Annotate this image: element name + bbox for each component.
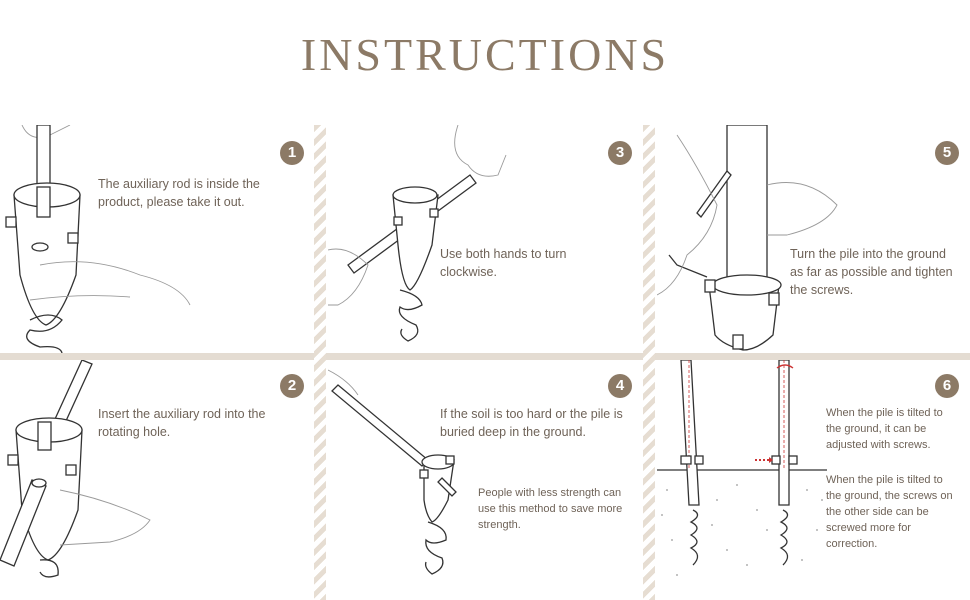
horizontal-divider [0,353,970,360]
step-4-panel: 4 If the soil is too hard or the pile is… [328,360,638,588]
vertical-divider [314,125,326,600]
step-3-badge: 3 [608,141,632,165]
step-3-text: Use both hands to turn clockwise. [440,247,567,279]
step-1-text: The auxiliary rod is inside the product,… [98,177,260,209]
step-3-panel: 3 Use both hands to turn clockwise. [328,125,638,353]
step-1-panel: 1 The auxiliary rod is inside the produc… [0,125,310,353]
step-5-illustration [657,125,838,351]
step-2-illustration [0,360,151,578]
step-5-panel: 5 Turn the pile into the ground as far a… [657,125,967,353]
step-1-illustration [5,125,191,353]
step-2-panel: 2 Insert the auxiliary rod into the rota… [0,360,310,588]
step-2-badge: 2 [280,374,304,398]
step-4-badge: 4 [608,374,632,398]
step-5-text: Turn the pile into the ground as far as … [790,247,953,297]
step-6-note: When the pile is tilted to the ground, t… [826,474,953,550]
page-title: INSTRUCTIONS [300,29,670,80]
step-4-text: If the soil is too hard or the pile is b… [440,407,623,439]
step-6-panel: 6 When the pile is tilted to the ground,… [657,360,967,588]
step-3-illustration [328,125,507,342]
step-4-illustration [328,369,457,575]
step-1-badge: 1 [280,141,304,165]
step-6-badge: 6 [935,374,959,398]
step-6-text: When the pile is tilted to the ground, i… [826,407,943,451]
step-2-text: Insert the auxiliary rod into the rotati… [98,407,266,439]
step-4-note: People with less strength can use this m… [478,487,623,531]
step-6-illustration [657,360,827,576]
step-5-badge: 5 [935,141,959,165]
vertical-divider [643,125,655,600]
